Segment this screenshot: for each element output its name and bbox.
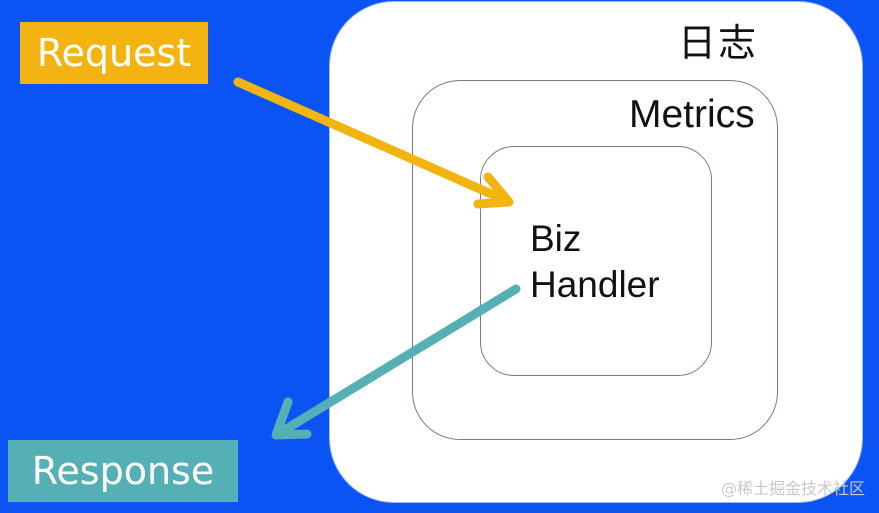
response-label: Response (31, 449, 215, 493)
biz-handler-label-line2: Handler (530, 264, 660, 305)
metrics-layer-box (412, 80, 778, 440)
logging-label: 日志 (678, 21, 759, 65)
biz-handler-label: Biz Handler (530, 216, 660, 308)
biz-handler-box (480, 146, 712, 376)
biz-handler-label-line1: Biz (530, 218, 582, 259)
request-label: Request (36, 31, 192, 75)
metrics-label: Metrics (629, 93, 755, 136)
response-tag: Response (8, 440, 238, 502)
watermark-text: @稀土掘金技术社区 (720, 479, 865, 498)
request-tag: Request (20, 22, 208, 84)
